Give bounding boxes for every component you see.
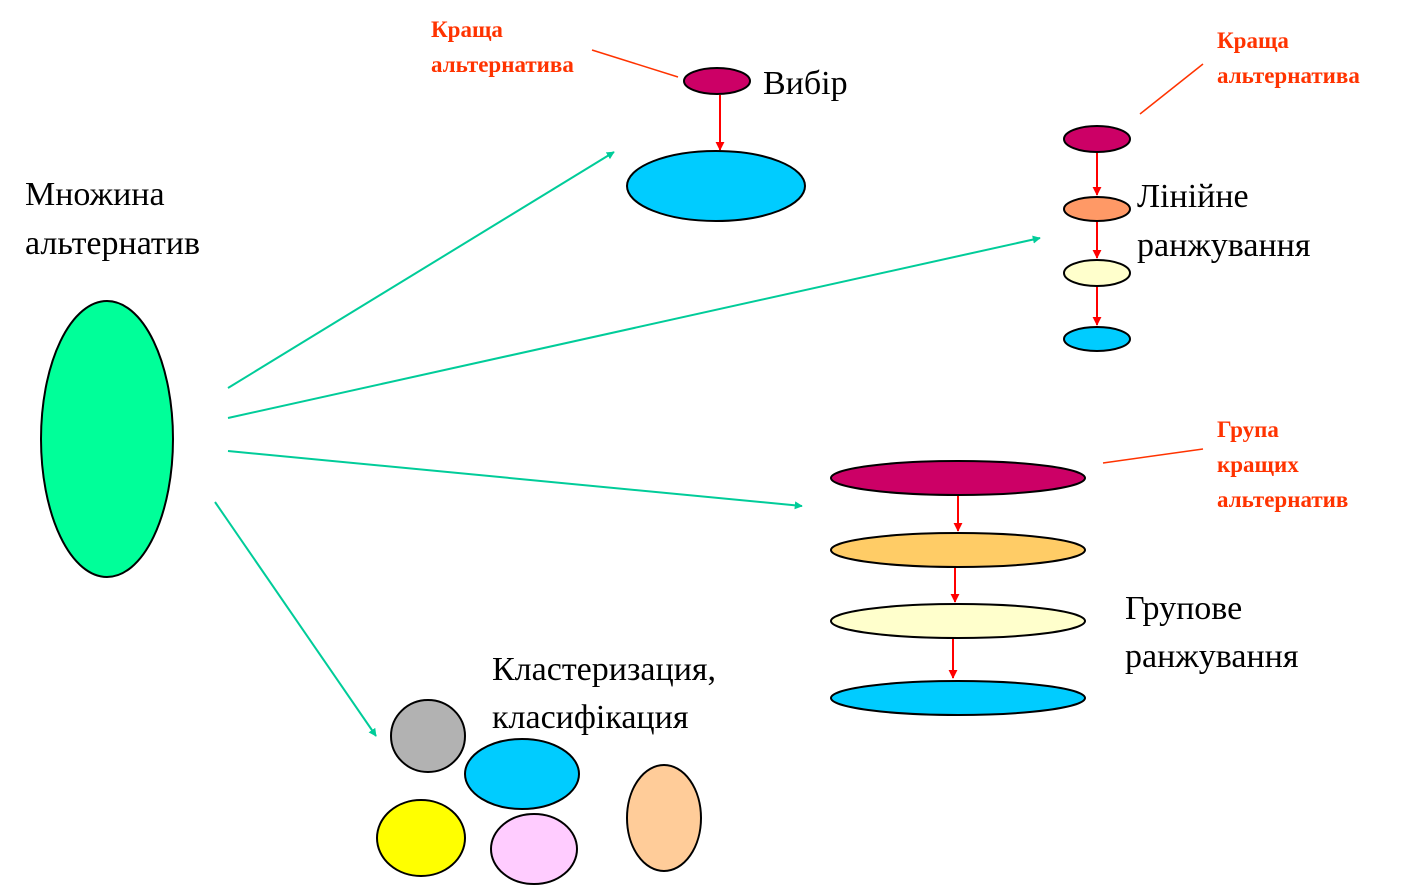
cluster-cyan-ellipse (464, 738, 580, 810)
linear-label-line2: ранжування (1137, 227, 1311, 264)
cluster-gray-ellipse (390, 699, 466, 773)
set-label-line1: Множина (25, 176, 165, 213)
group-label-line1: Групове (1125, 590, 1242, 627)
linear-label-line1: Лінійне (1137, 178, 1249, 215)
group-note-line1: Група (1217, 417, 1279, 442)
arrow-to-group (227, 450, 803, 510)
cluster-label-line1: Кластеризация, (492, 651, 716, 688)
linear-rank4-ellipse (1063, 326, 1131, 352)
group-rank4-ellipse (830, 680, 1086, 716)
group-rank2-ellipse (830, 532, 1086, 568)
group-rank1-ellipse (830, 460, 1086, 496)
group-label-line2: ранжування (1125, 638, 1299, 675)
choice-note-leader (591, 49, 679, 78)
cluster-yellow-ellipse (376, 799, 466, 877)
arrow-to-linear (227, 235, 1041, 419)
choice-note-line1: Краща (431, 17, 503, 42)
choice-best-ellipse (683, 67, 751, 95)
arrow-to-cluster (214, 501, 377, 737)
group-note-line3: альтернатив (1217, 487, 1348, 512)
cluster-pink-ellipse (490, 813, 578, 885)
linear-note-line1: Краща (1217, 28, 1289, 53)
group-note-line2: кращих (1217, 452, 1299, 477)
group-note-leader (1102, 448, 1204, 464)
choice-note-line2: альтернатива (431, 52, 574, 77)
linear-rank2-ellipse (1063, 196, 1131, 222)
group-rank3-ellipse (830, 603, 1086, 639)
linear-rank3-ellipse (1063, 259, 1131, 287)
linear-rank1-ellipse (1063, 125, 1131, 153)
choice-label: Вибір (763, 65, 848, 102)
linear-note-line2: альтернатива (1217, 63, 1360, 88)
set-label-line2: альтернатив (25, 225, 200, 262)
cluster-label-line2: класифікация (492, 699, 689, 736)
linear-note-leader (1139, 63, 1204, 115)
alternatives-set-ellipse (40, 300, 174, 578)
cluster-peach-ellipse (626, 764, 702, 872)
arrow-to-choice (227, 151, 615, 389)
choice-rest-ellipse (626, 150, 806, 222)
